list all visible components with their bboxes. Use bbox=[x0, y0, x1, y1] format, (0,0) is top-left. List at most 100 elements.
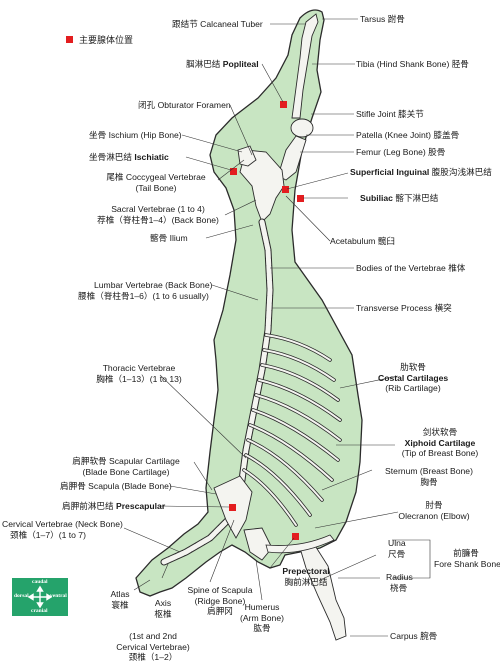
label-sternum-line2: 胸骨 bbox=[420, 476, 438, 487]
label-atlas-line1: Atlas bbox=[110, 589, 130, 599]
label-cervical-line2: 颈椎（1–7）(1 to 7) bbox=[10, 529, 86, 540]
label-ischium: 坐骨 Ischium (Hip Bone) bbox=[89, 130, 182, 140]
label-scapular-cartilage: 肩胛软骨 Scapular Cartilage (Blade Bone Cart… bbox=[56, 456, 196, 477]
label-lumbar-line1: Lumbar Vertebrae (Back Bone) bbox=[94, 280, 213, 290]
label-atlas-line2: 寰椎 bbox=[111, 599, 129, 610]
label-spine-scapula: Spine of Scapula (Ridge Bone) 肩胛冈 bbox=[182, 585, 258, 617]
label-coccygeal-line1: 尾椎 Coccygeal Vertebrae bbox=[106, 172, 206, 182]
node-marker-popliteal bbox=[280, 101, 287, 108]
node-marker-prepectoral bbox=[292, 533, 299, 540]
label-subiliac-en: Subiliac bbox=[360, 193, 393, 203]
node-marker-prescapular bbox=[229, 504, 236, 511]
label-acetabulum: Acetabulum 髋臼 bbox=[330, 236, 395, 246]
label-calcaneal-tuber: 跟结节 Calcaneal Tuber bbox=[172, 19, 263, 29]
legend-marker bbox=[66, 36, 73, 43]
label-xiphoid-line3: (Tip of Breast Bone) bbox=[401, 448, 479, 458]
label-ischiatic-zh: 坐骨淋巴结 bbox=[89, 152, 132, 162]
label-tibia: Tibia (Hind Shank Bone) 胫骨 bbox=[356, 59, 469, 69]
label-popliteal-zh: 腘淋巴结 bbox=[186, 59, 221, 69]
label-sacral: Sacral Vertebrae (1 to 4) 荐椎（脊柱骨1–4）(Bac… bbox=[88, 204, 228, 225]
label-humerus: Humerus (Arm Bone) 肱骨 bbox=[236, 602, 288, 634]
label-cervical-line1: Cervical Vertebrae (Neck Bone) bbox=[2, 519, 123, 529]
label-spine-scapula-line2: (Ridge Bone) bbox=[194, 595, 246, 606]
femur-bone bbox=[277, 135, 307, 181]
label-cervical: Cervical Vertebrae (Neck Bone) 颈椎（1–7）(1… bbox=[2, 519, 123, 540]
label-bodies-vertebrae: Bodies of the Vertebrae 椎体 bbox=[356, 263, 466, 273]
label-scapula: 肩胛骨 Scapula (Blade Bone) bbox=[60, 481, 172, 491]
compass-dorsal: dorsal bbox=[14, 593, 29, 599]
label-xiphoid: 剑状软骨 Xiphoid Cartilage (Tip of Breast Bo… bbox=[392, 427, 488, 459]
label-ilium: 髂骨 Ilium bbox=[150, 233, 188, 243]
label-ulna: Ulna 尺骨 bbox=[388, 538, 406, 559]
label-patella: Patella (Knee Joint) 膝盖骨 bbox=[356, 130, 460, 140]
label-olecranon-line1: 肘骨 bbox=[425, 500, 443, 510]
label-thoracic-line1: Thoracic Vertebrae bbox=[102, 363, 176, 373]
node-marker-ischiatic bbox=[230, 168, 237, 175]
tibia-bone bbox=[291, 13, 319, 119]
compass-cranial: cranial bbox=[31, 608, 48, 614]
humerus-bone bbox=[243, 527, 273, 561]
carcass-silhouette bbox=[135, 9, 363, 597]
label-popliteal: 腘淋巴结 Popliteal bbox=[186, 59, 259, 70]
compass-ventral: ventral bbox=[50, 593, 67, 599]
label-ischiatic: 坐骨淋巴结 Ischiatic bbox=[89, 152, 169, 163]
label-superficial-inguinal-zh: 腹股沟浅淋巴结 bbox=[431, 167, 492, 177]
legend-label: 主要腺体位置 bbox=[79, 35, 134, 45]
label-ischiatic-en: Ischiatic bbox=[134, 152, 169, 162]
label-humerus-line3: 肱骨 bbox=[253, 623, 271, 633]
label-first-second-cervical: (1st and 2nd Cervical Vertebrae) 颈椎（1–2） bbox=[108, 631, 198, 663]
label-scapular-cartilage-line1: 肩胛软骨 Scapular Cartilage bbox=[72, 456, 180, 466]
label-popliteal-en: Popliteal bbox=[222, 59, 259, 69]
label-spine-scapula-line3: 肩胛冈 bbox=[207, 606, 233, 616]
label-coccygeal-line2: (Tail Bone) bbox=[135, 182, 177, 193]
label-tarsus: Tarsus 跗骨 bbox=[360, 14, 405, 24]
label-humerus-line1: Humerus bbox=[244, 602, 280, 612]
orientation-compass: caudal cranial dorsal ventral bbox=[12, 578, 68, 616]
label-thoracic: Thoracic Vertebrae 胸椎（1–13）(1 to 13) bbox=[84, 363, 194, 384]
compass-arrows-icon bbox=[27, 585, 53, 609]
node-marker-subiliac bbox=[297, 195, 304, 202]
label-spine-scapula-line1: Spine of Scapula bbox=[187, 585, 253, 595]
label-scapular-cartilage-line2: (Blade Bone Cartilage) bbox=[82, 466, 170, 477]
label-fore-shank-line2: Fore Shank Bone bbox=[434, 558, 500, 569]
label-sternum: Sternum (Breast Bone) 胸骨 bbox=[374, 466, 484, 487]
label-lumbar: Lumbar Vertebrae (Back Bone) 腰椎（脊柱骨1–6）(… bbox=[78, 280, 212, 301]
label-xiphoid-line2: Xiphoid Cartilage bbox=[404, 437, 476, 448]
label-fore-shank: 前臁骨 Fore Shank Bone bbox=[434, 548, 500, 569]
label-costal-line2: Costal Cartilages bbox=[378, 372, 449, 383]
label-prepectoral-line1: Prepectoral bbox=[282, 566, 330, 576]
label-fore-shank-line1: 前臁骨 bbox=[453, 548, 479, 558]
label-sacral-line1: Sacral Vertebrae (1 to 4) bbox=[111, 204, 205, 214]
label-lumbar-line2: 腰椎（脊柱骨1–6）(1 to 6 usually) bbox=[78, 290, 209, 301]
label-first-second-line3: 颈椎（1–2） bbox=[128, 652, 178, 662]
label-subiliac-zh: 髂下淋巴结 bbox=[395, 193, 439, 203]
label-prepectoral-line2: 胸前淋巴结 bbox=[284, 576, 328, 587]
label-transverse: Transverse Process 横突 bbox=[356, 303, 452, 313]
vertebral-column-fill bbox=[161, 219, 273, 565]
label-axis-line2: 枢椎 bbox=[154, 608, 172, 619]
label-radius-line1: Radius bbox=[386, 572, 413, 582]
label-femur: Femur (Leg Bone) 股骨 bbox=[356, 147, 446, 157]
label-costal: 肋软骨 Costal Cartilages (Rib Cartilage) bbox=[378, 362, 448, 394]
label-ulna-line1: Ulna bbox=[388, 538, 406, 548]
label-prescapular-zh: 肩胛前淋巴结 bbox=[62, 501, 114, 511]
label-superficial-inguinal-en: Superficial Inguinal bbox=[350, 167, 430, 177]
label-prescapular-en: Prescapular bbox=[115, 501, 166, 511]
stifle-joint-bone bbox=[290, 118, 314, 138]
label-sacral-line2: 荐椎（脊柱骨1–4）(Back Bone) bbox=[97, 214, 219, 225]
compass-caudal: caudal bbox=[32, 579, 48, 585]
label-radius-line2: 桡骨 bbox=[390, 582, 408, 593]
label-costal-line1: 肋软骨 bbox=[400, 362, 426, 372]
label-first-second-line2: Cervical Vertebrae) bbox=[116, 641, 190, 652]
label-atlas: Atlas 寰椎 bbox=[102, 589, 138, 610]
label-radius: Radius 桡骨 bbox=[386, 572, 413, 593]
rib-cage-fill bbox=[243, 334, 341, 526]
label-axis-line1: Axis bbox=[154, 598, 172, 608]
label-thoracic-line2: 胸椎（1–13）(1 to 13) bbox=[96, 373, 182, 384]
label-prepectoral: Prepectoral 胸前淋巴结 bbox=[272, 566, 340, 587]
label-stifle: Stifle Joint 膝关节 bbox=[356, 109, 424, 119]
label-obturator: 闭孔 Obturator Foramen bbox=[138, 100, 231, 110]
pelvis-bone bbox=[239, 149, 285, 223]
label-costal-line3: (Rib Cartilage) bbox=[385, 383, 441, 393]
